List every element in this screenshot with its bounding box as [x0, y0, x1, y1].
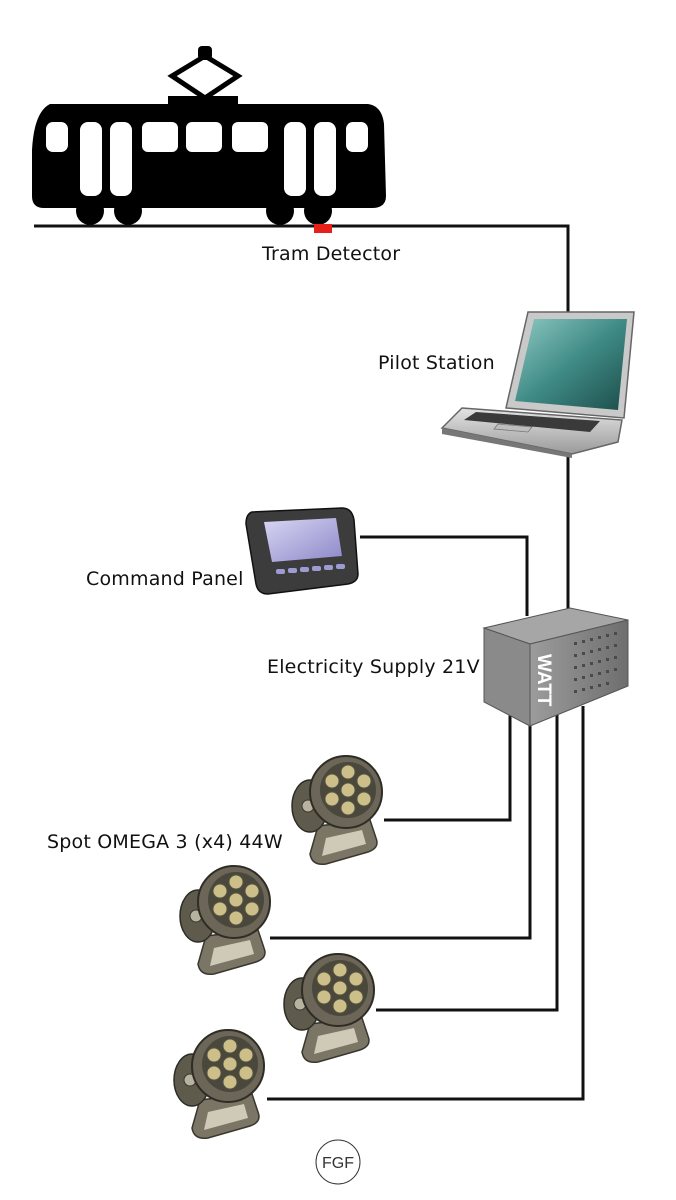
laptop-icon [440, 311, 635, 458]
tram-detector-sensor [314, 224, 332, 233]
wire-psu-to-spot-4 [267, 706, 585, 1101]
logo-icon: FGF [315, 1139, 361, 1185]
electricity-supply-label: Electricity Supply 21V [267, 656, 480, 678]
pilot-station-label: Pilot Station [378, 352, 495, 374]
power-supply-icon: WATT [482, 607, 629, 727]
command-panel-label: Command Panel [86, 568, 244, 590]
touch-panel-icon [245, 507, 359, 595]
wire-track-to-laptop [34, 224, 570, 312]
wire-psu-to-spot-2 [270, 716, 532, 940]
spotlight-icon [179, 865, 271, 976]
psu-watt-text: WATT [533, 654, 554, 707]
spots-label: Spot OMEGA 3 (x4) 44W [47, 831, 283, 853]
wiring [34, 224, 585, 1101]
tram-icon [32, 46, 386, 225]
wire-panel-to-psu [360, 535, 529, 616]
tram-detector-label: Tram Detector [262, 243, 401, 265]
wire-psu-to-spot-3 [376, 712, 559, 1012]
spotlight-icon [173, 1029, 265, 1140]
logo-text: FGF [322, 1155, 354, 1172]
spotlight-icon [291, 755, 383, 866]
spotlight-icon [283, 953, 375, 1064]
wire-psu-to-spot-1 [384, 712, 512, 822]
